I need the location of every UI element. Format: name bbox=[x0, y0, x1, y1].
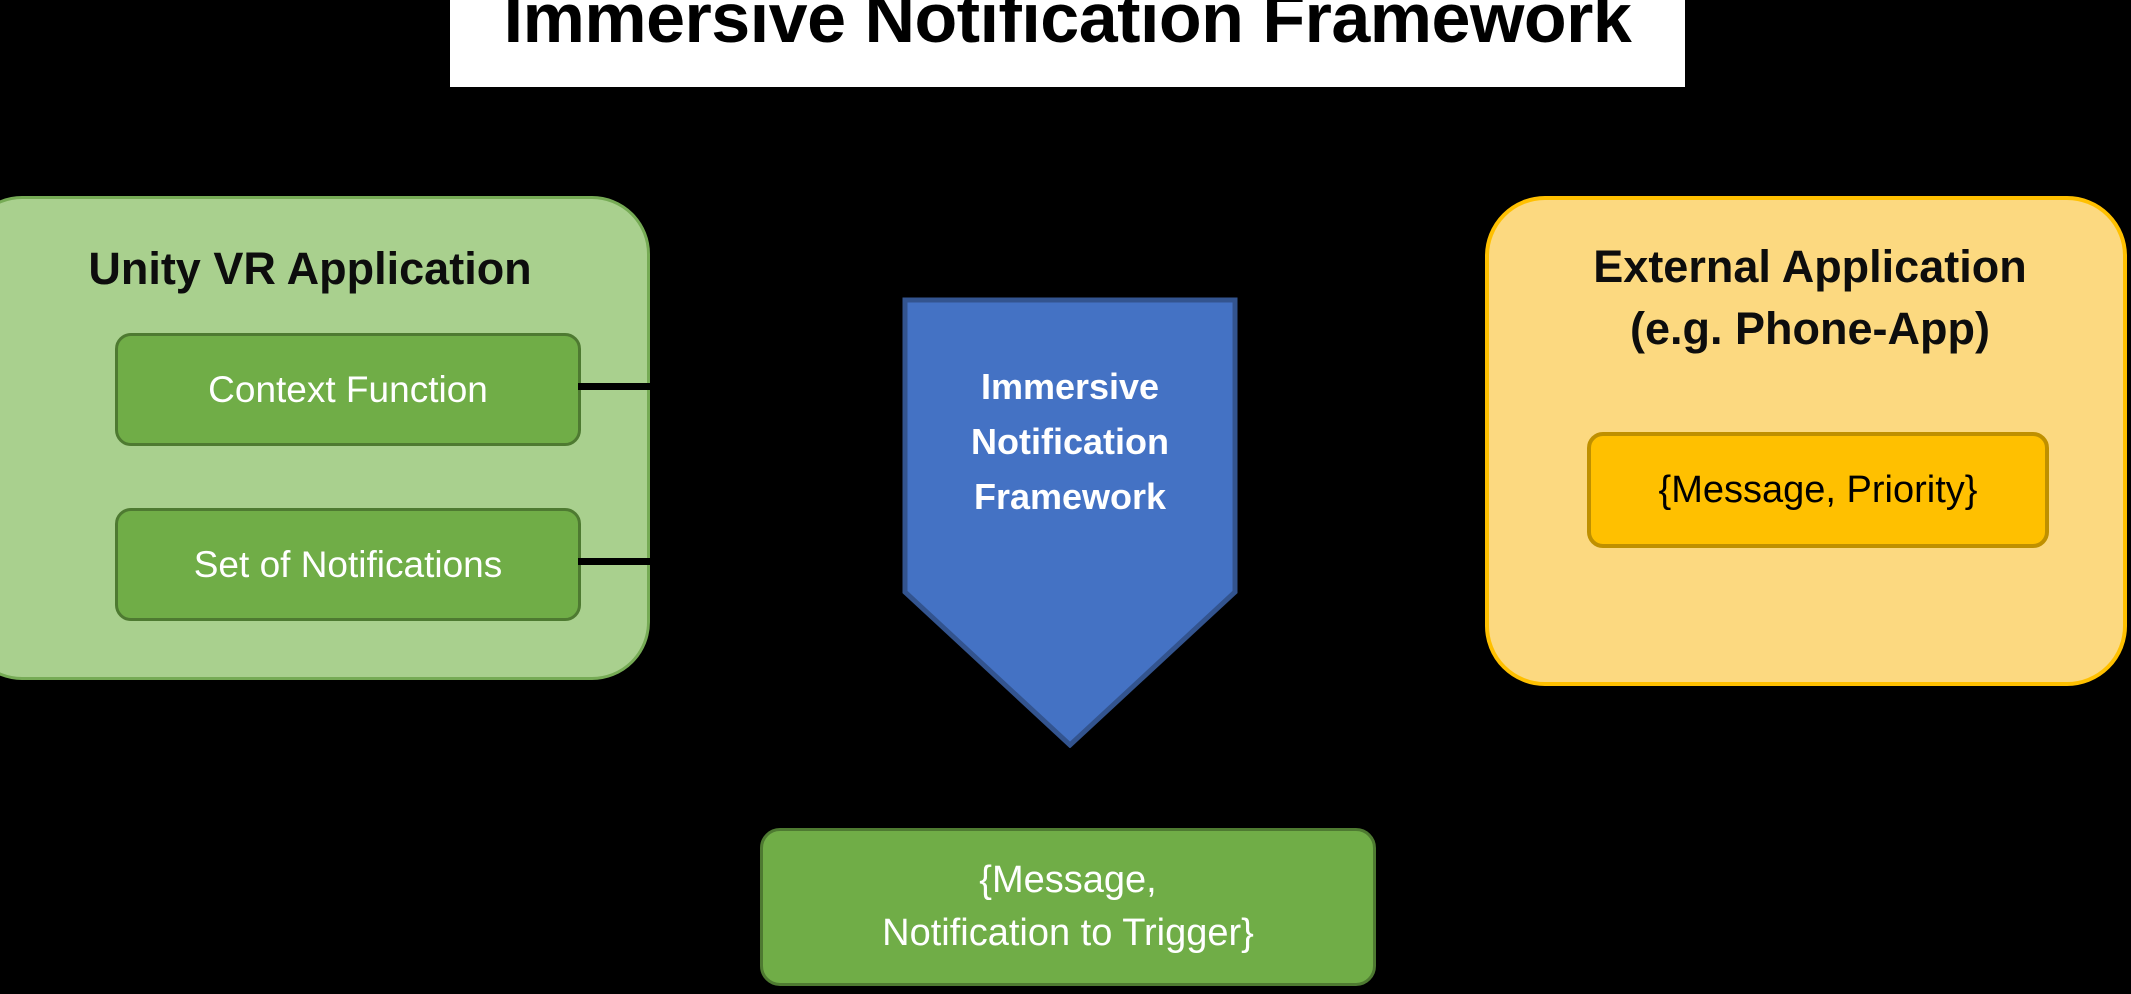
output-line-2: Notification to Trigger} bbox=[882, 912, 1254, 954]
title-banner: Immersive Notification Framework bbox=[450, 0, 1685, 87]
output-line-1: {Message, bbox=[979, 859, 1157, 901]
set-of-notifications-label: Set of Notifications bbox=[193, 543, 503, 585]
immersive-notification-framework-node[interactable]: Immersive Notification Framework bbox=[902, 297, 1238, 748]
context-function-node[interactable]: Context Function bbox=[115, 333, 581, 446]
set-of-notifications-node[interactable]: Set of Notifications bbox=[115, 508, 581, 621]
message-priority-node[interactable]: {Message, Priority} bbox=[1587, 432, 2049, 548]
context-function-label: Context Function bbox=[208, 368, 488, 410]
unity-panel-heading: Unity VR Application bbox=[88, 243, 532, 294]
external-heading-line-1: External Application bbox=[1593, 241, 2027, 292]
external-panel-heading: External Application (e.g. Phone-App) bbox=[1489, 236, 2131, 360]
framework-line-1: Immersive bbox=[980, 366, 1160, 407]
unity-vr-application-panel: Unity VR Application Context Function Se… bbox=[0, 196, 650, 680]
connector-context-function-to-framework bbox=[578, 383, 658, 390]
output-message-node[interactable]: {Message, Notification to Trigger} bbox=[760, 828, 1376, 986]
framework-line-3: Framework bbox=[973, 476, 1167, 517]
connector-set-of-notifications-to-framework bbox=[578, 558, 658, 565]
framework-line-2: Notification bbox=[971, 421, 1169, 462]
framework-node-label: Immersive Notification Framework bbox=[902, 359, 1238, 524]
pentagon-shape-icon bbox=[902, 297, 1238, 748]
external-application-panel: External Application (e.g. Phone-App) {M… bbox=[1485, 196, 2127, 686]
page-title: Immersive Notification Framework bbox=[503, 0, 1632, 57]
external-heading-line-2: (e.g. Phone-App) bbox=[1630, 303, 1990, 354]
message-priority-label: {Message, Priority} bbox=[1658, 468, 1978, 511]
